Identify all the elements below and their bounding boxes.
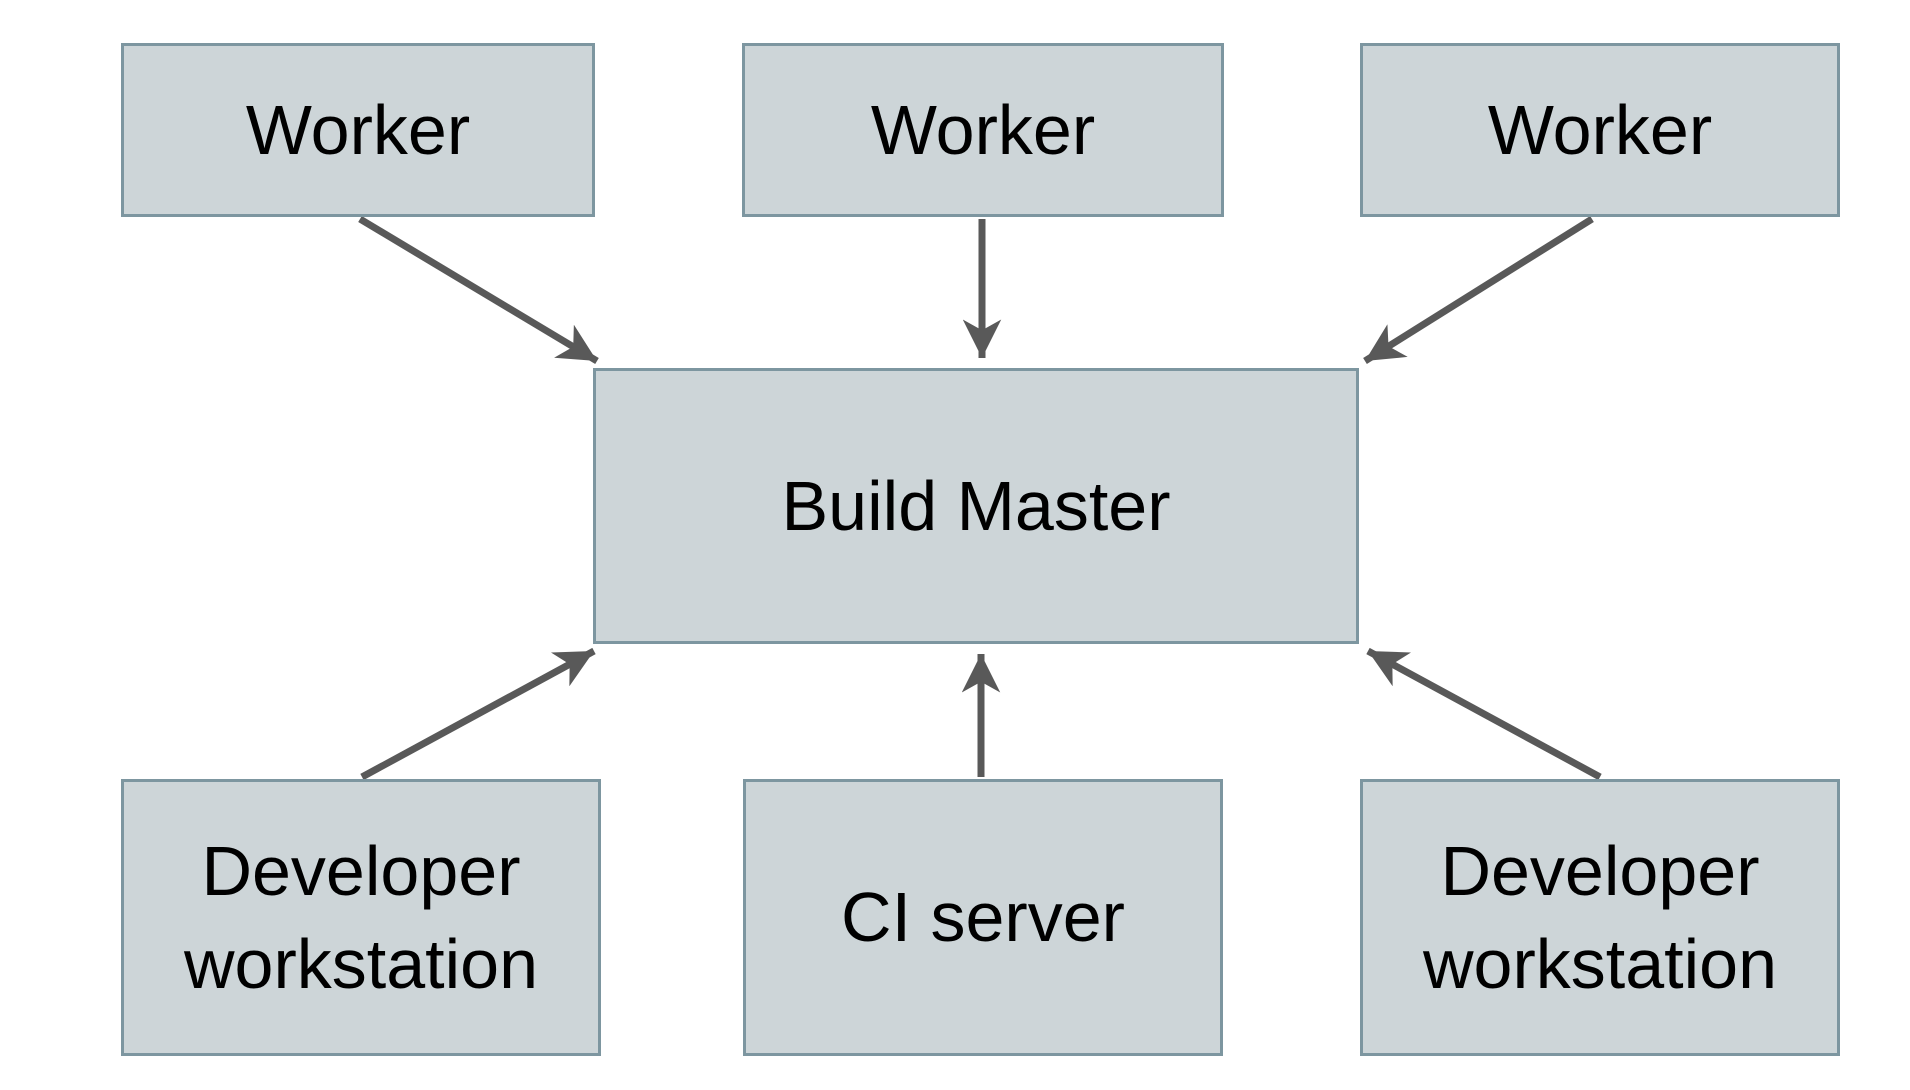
arrow-worker-1-to-build-master	[358, 215, 599, 365]
node-worker-2-label: Worker	[870, 90, 1096, 169]
node-worker-3-label: Worker	[1487, 90, 1713, 169]
node-worker-3: Worker	[1360, 43, 1840, 217]
node-build-master: Build Master	[593, 368, 1359, 644]
arrow-worker-3-to-build-master	[1363, 216, 1594, 364]
node-worker-1-label: Worker	[245, 90, 471, 169]
node-ci-server-label: CI server	[841, 878, 1125, 957]
node-ci-server: CI server	[743, 779, 1223, 1056]
node-developer-workstation-1: Developer workstation	[121, 779, 601, 1056]
node-developer-workstation-2: Developer workstation	[1360, 779, 1840, 1056]
node-worker-2: Worker	[742, 43, 1224, 217]
node-developer-workstation-1-label: Developer workstation	[183, 832, 539, 1003]
arrow-developer-workstation-2-to-build-master	[1366, 647, 1602, 781]
arrow-developer-workstation-1-to-build-master	[360, 647, 596, 781]
node-developer-workstation-2-label: Developer workstation	[1422, 832, 1778, 1003]
node-build-master-label: Build Master	[781, 466, 1171, 545]
node-worker-1: Worker	[121, 43, 595, 217]
